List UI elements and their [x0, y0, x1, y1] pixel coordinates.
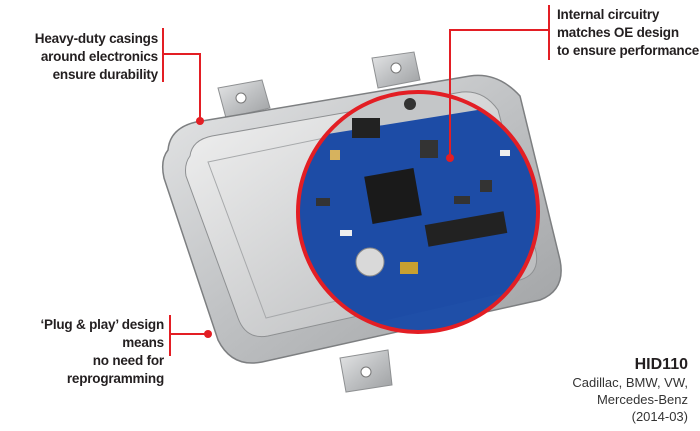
callout-circuitry: Internal circuitry matches OE design to … [557, 6, 700, 60]
product-info: HID110 Cadillac, BMW, VW, Mercedes-Benz … [572, 355, 688, 425]
callout-line: Heavy-duty casings [34, 31, 158, 46]
product-code: HID110 [634, 356, 688, 373]
product-makes-line: Cadillac, BMW, VW, [572, 375, 688, 390]
callout-line: ensure durability [52, 67, 159, 82]
callout-line: matches OE design [557, 25, 679, 40]
callout-line: ‘Plug & play’ design means [40, 317, 164, 350]
callout-line: to ensure performance [557, 43, 700, 58]
product-makes-line: Mercedes-Benz [596, 392, 688, 407]
callout-line: no need for reprogramming [66, 353, 164, 386]
callout-line: Internal circuitry [557, 7, 660, 22]
callout-casing: Heavy-duty casings around electronics en… [10, 30, 158, 84]
callout-lines [162, 5, 550, 356]
product-years: (2014-03) [631, 409, 688, 424]
callout-line: around electronics [40, 49, 158, 64]
callout-plug-and-play: ‘Plug & play’ design means no need for r… [0, 316, 164, 388]
callout-dots [196, 117, 454, 338]
circuitry-magnifier [296, 90, 540, 334]
